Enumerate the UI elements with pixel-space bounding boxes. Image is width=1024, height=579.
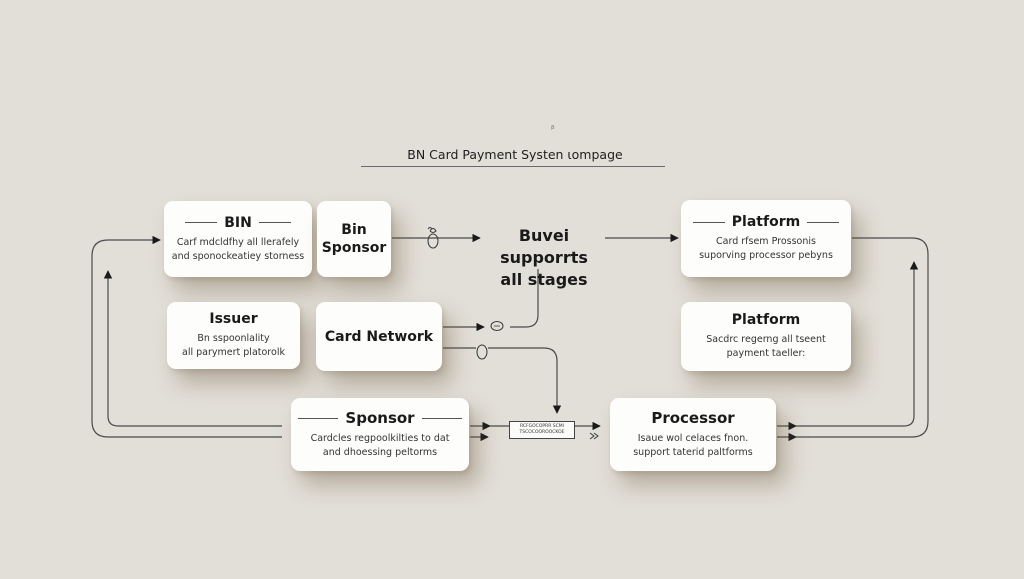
cursor-mark: ᵦ — [551, 122, 555, 132]
small-node-icon — [490, 321, 504, 331]
card-bin-desc-1: Carf mdcldfhy all llerafely — [176, 236, 300, 248]
knot-node-icon — [427, 233, 439, 249]
title-rule-right — [258, 222, 291, 223]
card-sponsor-desc-2: and dhoessing peltorms — [322, 447, 438, 458]
card-platform-mid-title: Platform — [731, 312, 801, 328]
title-rule-left — [185, 222, 218, 223]
card-bin-sponsor[interactable]: Bin Sponsor — [317, 201, 391, 277]
card-issuer-desc-2: all parymert platorolk — [182, 347, 285, 358]
card-card-network-title: Card Network — [324, 328, 434, 345]
title-rule-left — [298, 417, 339, 419]
title-rule-right — [807, 221, 840, 223]
mini-box-line1: RCFGOCOPRR SCMI — [520, 424, 564, 429]
arrow-network-to-box — [443, 347, 557, 413]
card-processor[interactable]: Processor Isaue wol celaces fnon. suppor… — [610, 398, 776, 471]
card-card-network[interactable]: Card Network — [316, 302, 442, 371]
card-bin-desc-2: and sponockeatiey storness — [171, 250, 305, 262]
card-sponsor-title: Sponsor — [345, 409, 415, 427]
center-label-line2: all stages — [500, 270, 588, 289]
mini-box-line2: TSCOCOOROOCKOE — [519, 430, 565, 435]
card-processor-desc-1: Isaue wol celaces fnon. — [637, 433, 749, 444]
center-label: Buvei supporrts all stages — [482, 225, 606, 291]
card-sponsor[interactable]: Sponsor Cardcles regpoolkilties to dat a… — [291, 398, 469, 471]
card-platform-top[interactable]: Platform Card rfsem Prossonis suporving … — [681, 200, 851, 277]
card-bin-title: BIN — [224, 214, 252, 231]
loop-left-inner — [103, 270, 282, 427]
loop-right-inner-path — [796, 261, 919, 427]
card-issuer-desc-1: Bn sspoonlality — [197, 333, 270, 344]
card-platform-top-title: Platform — [731, 214, 801, 230]
title-rule-right — [421, 417, 462, 419]
card-bin-sponsor-title-2: Sponsor — [321, 240, 387, 256]
card-bin[interactable]: BIN Carf mdcldfhy all llerafely and spon… — [164, 201, 312, 277]
card-issuer[interactable]: Issuer Bn sspoonlality all parymert plat… — [167, 302, 300, 369]
card-platform-top-desc-2: suporving processor pebyns — [699, 250, 833, 261]
card-sponsor-desc-1: Cardcles regpoolkilties to dat — [310, 433, 450, 444]
diagram-title: BN Card Payment Systen ιompage — [407, 147, 623, 162]
card-processor-title: Processor — [651, 409, 735, 427]
link-node-to-center — [510, 269, 539, 328]
oval-node-icon — [476, 344, 488, 360]
loop-left-outer — [91, 235, 282, 438]
card-processor-desc-2: support taterid paltforms — [633, 447, 753, 458]
card-platform-top-desc-1: Card rfsem Prossonis — [716, 236, 816, 247]
double-chevron-icon — [589, 432, 599, 440]
title-underline — [361, 166, 665, 167]
card-issuer-title: Issuer — [209, 311, 258, 327]
center-label-line1: Buvei supporrts — [500, 226, 588, 267]
mini-box[interactable]: RCFGOCOPRR SCMI TSCOCOOROOCKOE — [509, 421, 575, 439]
loop-right-outer-path — [796, 237, 929, 438]
card-bin-sponsor-title-1: Bin — [341, 222, 367, 238]
title-rule-left — [692, 221, 725, 223]
card-platform-mid-desc-2: payment taeller: — [726, 348, 806, 359]
card-platform-mid-desc-1: Sacdrc regerng all tseent — [706, 334, 826, 345]
card-platform-mid[interactable]: Platform Sacdrc regerng all tseent payme… — [681, 302, 851, 371]
